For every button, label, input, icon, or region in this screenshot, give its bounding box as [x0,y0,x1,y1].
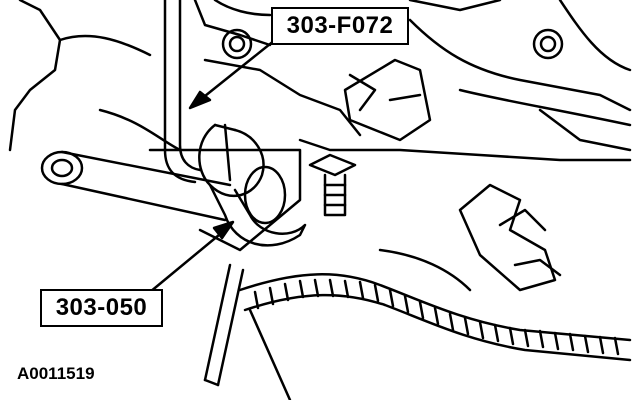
bolt-head-left [221,28,253,60]
lifting-bracket [148,148,302,252]
figure-id-label: A0011519 [17,364,95,383]
leader-arrow-bottom [148,220,235,294]
dipstick-tube [163,0,202,184]
callout-303-050: 303-050 [40,289,163,327]
coolant-tube [40,150,232,222]
lifting-hook [198,123,307,247]
callout-303-F072: 303-F072 [271,7,409,45]
wiring-harness [238,248,632,362]
sensor-connector [343,58,432,142]
stud-bolt [308,153,357,217]
leader-arrow-top [188,38,277,110]
bolt-head-right [532,28,564,60]
lower-bracket [203,263,292,400]
wiring-connector [458,183,562,292]
